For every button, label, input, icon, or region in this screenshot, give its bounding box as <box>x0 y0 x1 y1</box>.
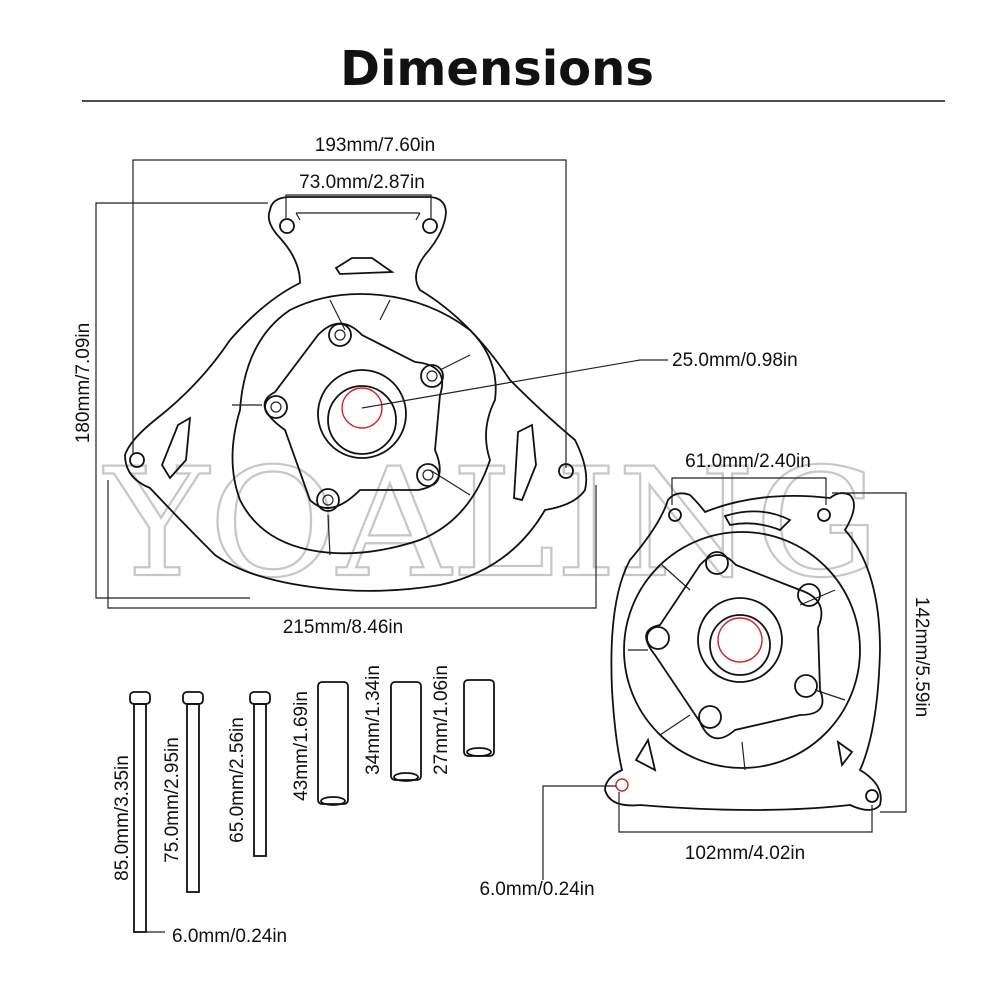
dim-label-73mm: 73.0mm/2.87in <box>299 172 425 193</box>
dim-label-142mm: 142mm/5.59in <box>911 597 932 717</box>
spacer-bolts: 85.0mm/3.35in 75.0mm/2.95in 65.0mm/2.56i… <box>112 691 287 947</box>
left-bolt-4 <box>316 488 340 512</box>
left-bolt-1 <box>328 323 352 347</box>
bolt-65-head <box>249 691 271 705</box>
right-vent-right <box>836 739 854 768</box>
dim-label-215mm: 215mm/8.46in <box>283 617 403 638</box>
left-top-hole-left <box>279 218 295 234</box>
page-title: Dimensions <box>340 41 654 97</box>
sleeve-27 <box>463 679 495 757</box>
left-side-vent-right <box>513 423 537 502</box>
bolt-75-shaft <box>186 703 200 893</box>
left-center-hub <box>317 369 407 459</box>
right-bolt-1 <box>705 551 729 575</box>
left-bolt-5 <box>264 395 288 419</box>
dim-line-6mm-hole <box>542 785 616 880</box>
spacer-sleeves: 43mm/1.69in 34mm/1.34in 27mm/1.06in <box>291 665 495 806</box>
bolt-65-shaft <box>253 703 267 857</box>
right-spokes <box>628 564 846 771</box>
right-vent-left <box>634 737 657 772</box>
right-top-vent <box>723 510 792 532</box>
right-bolt-2 <box>797 583 821 607</box>
left-top-vent <box>334 257 395 275</box>
left-center-hole-highlight <box>341 387 383 429</box>
left-inner-plate <box>231 293 497 555</box>
bolt-85-label: 85.0mm/3.35in <box>112 755 133 881</box>
sleeve-34-label: 34mm/1.34in <box>363 665 384 775</box>
left-center-hole <box>327 385 397 455</box>
bolt-85-head <box>129 691 151 705</box>
dim-line-73mm <box>285 194 432 218</box>
dim-label-61mm: 61.0mm/2.40in <box>685 451 811 472</box>
dim-line-193mm <box>132 159 567 468</box>
dim-line-61mm <box>671 477 827 505</box>
left-tab-edge <box>295 212 421 221</box>
left-bolt-2-head <box>426 370 438 382</box>
dim-line-215mm <box>107 480 597 609</box>
bolt-65-label: 65.0mm/2.56in <box>227 717 248 843</box>
right-cover-drawing <box>604 492 882 811</box>
left-bolt-3 <box>416 463 440 487</box>
sleeve-27-end <box>466 747 492 757</box>
dim-line-142mm <box>832 492 907 813</box>
dim-label-25mm: 25.0mm/0.98in <box>672 350 798 371</box>
right-top-hole-left <box>668 508 682 522</box>
left-cover-drawing <box>124 196 588 592</box>
right-center-hole <box>709 614 771 676</box>
dim-line-25mm <box>361 359 668 409</box>
left-bolt-4-head <box>322 494 334 506</box>
right-bolt-5 <box>646 626 670 650</box>
right-bottom-hole-right <box>865 789 879 803</box>
right-center-hole-highlight <box>717 617 763 663</box>
right-star-frame <box>645 554 824 740</box>
sleeve-43-label: 43mm/1.69in <box>291 691 312 801</box>
left-bolt-1-head <box>334 329 346 341</box>
dim-label-6mm-hole: 6.0mm/0.24in <box>479 879 594 900</box>
left-side-vent-left <box>160 416 192 480</box>
right-top-hole-right <box>817 508 831 522</box>
sleeve-27-label: 27mm/1.06in <box>431 665 452 775</box>
dim-label-193mm: 193mm/7.60in <box>315 135 435 156</box>
left-bolt-5-head <box>270 401 282 413</box>
right-cover-dimensions: 61.0mm/2.40in 142mm/5.59in 102mm/4.02in … <box>479 451 932 900</box>
bolt-85-shaft <box>133 703 147 933</box>
right-outer-ring <box>623 531 861 769</box>
left-top-hole-right <box>422 218 438 234</box>
left-cover-dimensions: 193mm/7.60in 73.0mm/2.87in 180mm/7.09in … <box>73 135 798 638</box>
sleeve-34 <box>390 681 422 781</box>
right-center-hub <box>697 597 783 683</box>
left-bolt-2 <box>420 364 444 388</box>
right-cover-outline <box>604 492 882 811</box>
dim-line-102mm <box>618 792 873 833</box>
right-bottom-hole-left <box>615 778 629 792</box>
right-bolt-3 <box>794 674 818 698</box>
left-cover-outline <box>124 196 588 592</box>
bolt-75-label: 75.0mm/2.95in <box>162 737 183 863</box>
bolt-75-head <box>182 691 204 705</box>
dim-line-180mm <box>95 202 268 599</box>
dim-label-180mm: 180mm/7.09in <box>73 323 94 443</box>
sleeve-34-end <box>393 772 419 782</box>
right-bolt-4 <box>698 705 722 729</box>
sleeve-43 <box>317 681 349 805</box>
sleeve-43-end <box>320 796 346 806</box>
dim-label-102mm: 102mm/4.02in <box>685 843 805 864</box>
left-bolt-3-head <box>422 469 434 481</box>
bolt-diameter-label: 6.0mm/0.24in <box>172 926 287 947</box>
left-side-hole-left <box>129 452 145 468</box>
left-spokes <box>232 299 471 556</box>
